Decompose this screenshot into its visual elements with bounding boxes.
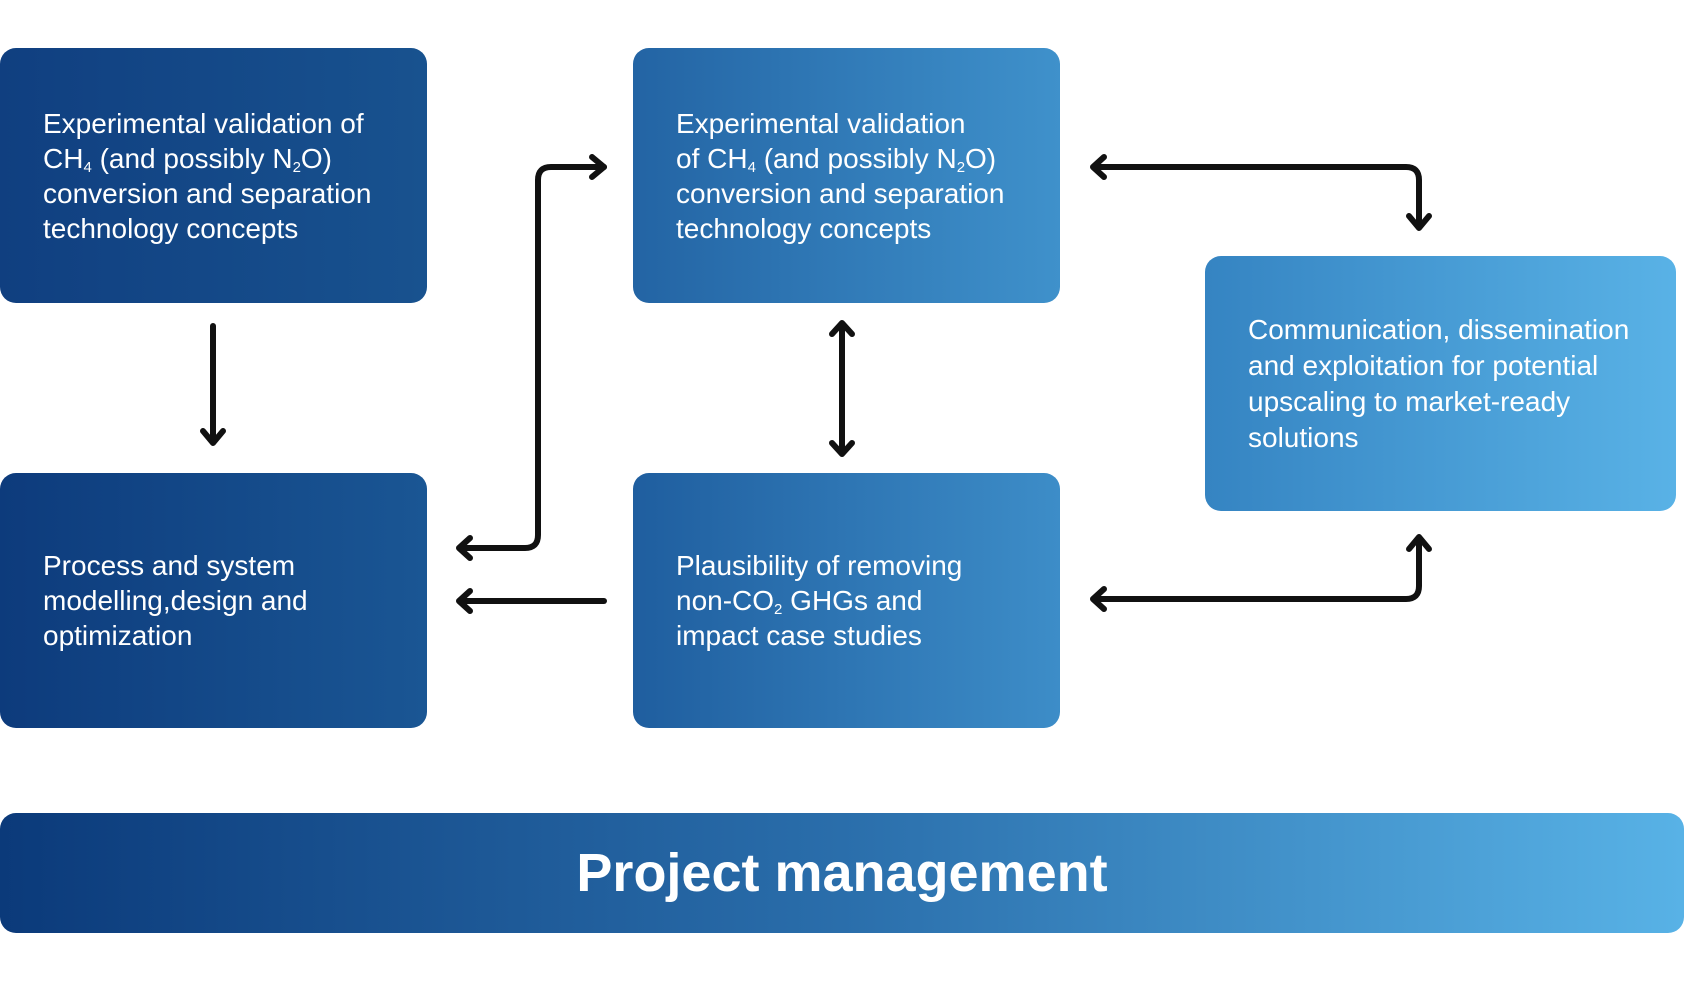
box-text: Plausibility of removing non-CO2 GHGs an… bbox=[676, 550, 963, 651]
arrow-down-left bbox=[200, 323, 226, 446]
box-text: Experimental validation of CH4 (and poss… bbox=[676, 107, 1005, 244]
arrow-vertical-middle bbox=[829, 320, 855, 457]
arrow-elbow-top-right bbox=[1090, 154, 1432, 231]
box-process-modelling: Process and system modelling,design and … bbox=[0, 473, 427, 728]
box-communication-dissemination: Communication, dissemination and exploit… bbox=[1205, 256, 1676, 511]
box-text: Process and system modelling,design and … bbox=[43, 550, 308, 651]
arrow-elbow-left-to-top-middle bbox=[456, 154, 607, 561]
box-text: Experimental validation of CH4 (and poss… bbox=[43, 107, 372, 244]
arrow-elbow-bottom-right bbox=[1090, 534, 1432, 612]
box-experimental-validation-middle: Experimental validation of CH4 (and poss… bbox=[633, 48, 1060, 303]
box-plausibility-case-studies: Plausibility of removing non-CO2 GHGs an… bbox=[633, 473, 1060, 728]
project-management-bar: Project management bbox=[0, 813, 1684, 933]
arrow-left-bottom bbox=[456, 588, 607, 614]
box-text: Communication, dissemination and exploit… bbox=[1248, 313, 1630, 453]
project-management-title: Project management bbox=[576, 843, 1108, 903]
box-experimental-validation-left: Experimental validation of CH4 (and poss… bbox=[0, 48, 427, 303]
